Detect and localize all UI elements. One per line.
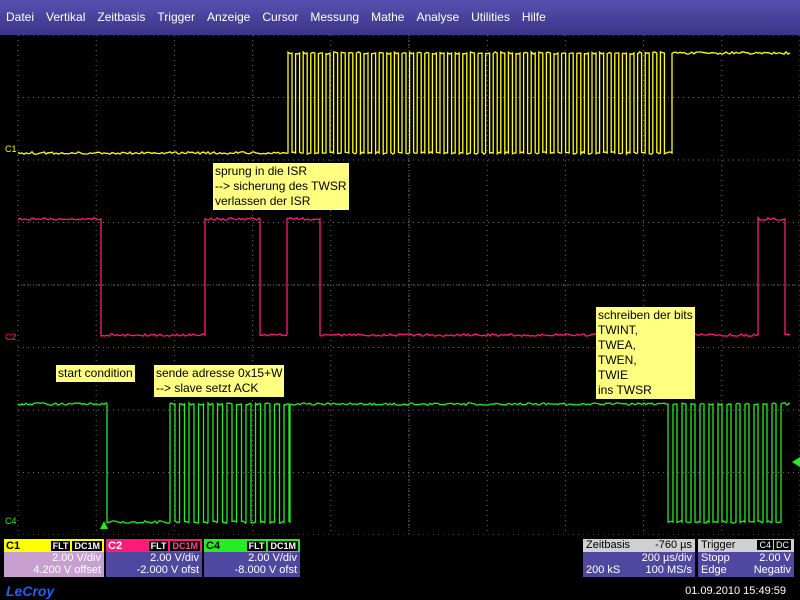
coupling-badge: DC1M [170, 541, 200, 551]
channel-box-c2[interactable]: C2 FLTDC1M 2.00 V/div -2.000 V ofst [106, 539, 202, 577]
trigger-type: Edge [701, 564, 727, 576]
menu-anzeige[interactable]: Anzeige [201, 0, 256, 35]
annotation-start-condition[interactable]: start condition [56, 365, 135, 382]
datetime: 01.09.2010 15:49:59 [685, 585, 786, 597]
filter-badge: FLT [247, 541, 267, 551]
menu-mathe[interactable]: Mathe [365, 0, 410, 35]
trigger-box[interactable]: Trigger C4DC Stopp 2.00 V Edge Negativ [698, 539, 794, 577]
channel-name: C4 [206, 540, 220, 552]
filter-badge: FLT [149, 541, 169, 551]
menu-bar: DateiVertikalZeitbasisTriggerAnzeigeCurs… [0, 0, 800, 35]
annotation-isr[interactable]: sprung in die ISR --> sicherung des TWSR… [213, 163, 349, 210]
waveform-display: C1 C2 C4 sprung in die ISR --> sicherung… [0, 35, 800, 535]
channel-name: C1 [6, 540, 20, 552]
brand-logo: LeCroy [6, 583, 54, 599]
trace-c1 [18, 52, 790, 154]
waveform-canvas [0, 35, 800, 535]
channel-label-c4: C4 [5, 516, 17, 526]
trigger-source: C4 [757, 540, 773, 550]
channel-label-c2: C2 [5, 332, 17, 342]
menu-messung[interactable]: Messung [304, 0, 365, 35]
menu-utilities[interactable]: Utilities [465, 0, 516, 35]
trigger-mode: Stopp [701, 552, 730, 564]
channel-box-c4[interactable]: C4 FLTDC1M 2.00 V/div -8.000 V ofst [204, 539, 300, 577]
annotation-send-address[interactable]: sende adresse 0x15+W --> slave setzt ACK [154, 365, 284, 397]
offset: -2.000 V ofst [109, 564, 199, 576]
annotation-write-bits[interactable]: schreiben der bits TWINT, TWEA, TWEN, TW… [596, 307, 695, 399]
menu-vertikal[interactable]: Vertikal [40, 0, 91, 35]
menu-zeitbasis[interactable]: Zeitbasis [91, 0, 151, 35]
filter-badge: FLT [51, 541, 71, 551]
menu-hilfe[interactable]: Hilfe [516, 0, 552, 35]
menu-analyse[interactable]: Analyse [410, 0, 465, 35]
menu-datei[interactable]: Datei [0, 0, 40, 35]
timebase-delay: -760 µs [655, 539, 692, 552]
sample-count: 200 kS [586, 564, 620, 576]
trigger-slope: Negativ [754, 564, 791, 576]
channel-name: C2 [108, 540, 122, 552]
volts-per-div: 2.00 V/div [7, 552, 101, 564]
trigger-coupling: DC [774, 540, 791, 550]
trigger-level: 2.00 V [759, 552, 791, 564]
channel-box-c1[interactable]: C1 FLTDC1M 2.00 V/div 4.200 V offset [4, 539, 104, 577]
coupling-badge: DC1M [268, 541, 298, 551]
volts-per-div: 2.00 V/div [207, 552, 297, 564]
volts-per-div: 2.00 V/div [109, 552, 199, 564]
menu-cursor[interactable]: Cursor [256, 0, 304, 35]
offset: 4.200 V offset [7, 564, 101, 576]
menu-trigger[interactable]: Trigger [151, 0, 201, 35]
timebase-box[interactable]: Zeitbasis -760 µs 200 µs/div 200 kS 100 MS… [583, 539, 695, 577]
coupling-badge: DC1M [72, 541, 102, 551]
channel-label-c1: C1 [5, 144, 17, 154]
timebase-label: Zeitbasis [586, 539, 630, 552]
offset: -8.000 V ofst [207, 564, 297, 576]
trigger-label: Trigger [701, 539, 735, 552]
trigger-level-marker [792, 457, 800, 467]
status-panel: C1 FLTDC1M 2.00 V/div 4.200 V offset C2 … [0, 535, 800, 600]
time-per-div: 200 µs/div [642, 552, 692, 564]
trace-c4 [18, 403, 790, 523]
sample-rate: 100 MS/s [646, 564, 692, 576]
